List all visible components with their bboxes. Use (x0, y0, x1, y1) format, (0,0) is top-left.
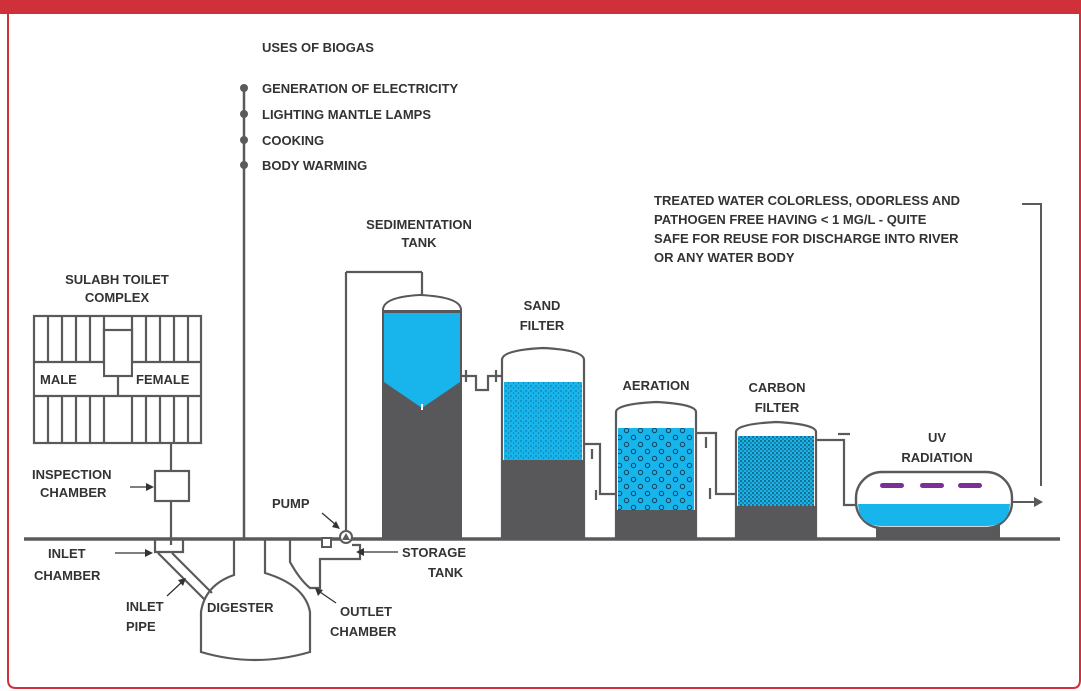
inspection-chamber: INSPECTION CHAMBER (32, 443, 191, 545)
inspection-label: INSPECTION (32, 467, 111, 482)
connector-pipe (462, 370, 502, 392)
inlet-chamber-label: CHAMBER (34, 568, 101, 583)
uv-lamp-icon (920, 483, 944, 488)
note-line: TREATED WATER COLORLESS, ODORLESS AND (654, 193, 960, 208)
inlet-pipe-label: INLET (126, 599, 164, 614)
sand-label: FILTER (520, 318, 565, 333)
uv-radiation: UV RADIATION (854, 430, 1014, 539)
arrow-icon (146, 483, 154, 491)
female-label: FEMALE (136, 372, 190, 387)
use-bullet-icon (240, 110, 248, 118)
note-line: OR ANY WATER BODY (654, 250, 795, 265)
arrow-icon (332, 521, 340, 529)
pump-icon (342, 533, 350, 540)
uv-label: RADIATION (901, 450, 972, 465)
toilet-label: SULABH TOILET (65, 272, 169, 287)
digester-label: DIGESTER (207, 600, 274, 615)
sand-label: SAND (524, 298, 561, 313)
carbon-filter: CARBON FILTER (734, 380, 818, 541)
use-item: COOKING (262, 133, 324, 148)
toilet-complex: SULABH TOILET COMPLEX (32, 272, 203, 445)
toilet-label: COMPLEX (85, 290, 150, 305)
connector-pipe (584, 442, 616, 500)
sedimentation-label: SEDIMENTATION (366, 217, 472, 232)
inlet-chamber-label: INLET (48, 546, 86, 561)
sedimentation-tank: SEDIMENTATION TANK (366, 217, 472, 539)
uses-of-biogas: USES OF BIOGAS GENERATION OF ELECTRICITY… (240, 40, 459, 539)
storage-label: STORAGE (402, 545, 466, 560)
use-item: GENERATION OF ELECTRICITY (262, 81, 459, 96)
uv-lamp-icon (880, 483, 904, 488)
use-bullet-icon (240, 84, 248, 92)
arrow-icon (1034, 497, 1043, 507)
top-accent-bar (0, 0, 1081, 14)
uses-title: USES OF BIOGAS (262, 40, 374, 55)
pump-and-storage: PUMP STORAGE TANK (272, 270, 466, 580)
use-item: LIGHTING MANTLE LAMPS (262, 107, 431, 122)
sedimentation-label: TANK (401, 235, 437, 250)
arrow-icon (166, 581, 183, 597)
uv-lamp-icon (958, 483, 982, 488)
aeration-label: AERATION (623, 378, 690, 393)
frame-border (7, 14, 1081, 689)
treated-water-note: TREATED WATER COLORLESS, ODORLESS AND PA… (654, 193, 960, 265)
carbon-label: FILTER (755, 400, 800, 415)
arrow-icon (356, 548, 364, 556)
storage-label: TANK (428, 565, 464, 580)
inlet-pipe-label: PIPE (126, 619, 156, 634)
outlet-label: OUTLET (340, 604, 392, 619)
note-line: SAFE FOR REUSE FOR DISCHARGE INTO RIVER (654, 231, 959, 246)
uv-label: UV (928, 430, 946, 445)
note-line: PATHOGEN FREE HAVING < 1 MG/L - QUITE (654, 212, 927, 227)
digester-assembly (153, 539, 362, 662)
arrow-icon (178, 578, 186, 586)
inspection-label: CHAMBER (40, 485, 107, 500)
use-bullet-icon (240, 136, 248, 144)
male-label: MALE (40, 372, 77, 387)
outlet-label: CHAMBER (330, 624, 397, 639)
carbon-label: CARBON (748, 380, 805, 395)
pump-label: PUMP (272, 496, 310, 511)
arrow-icon (145, 549, 153, 557)
connector-pipe (696, 431, 736, 499)
arrow-icon (321, 512, 337, 526)
sand-filter: SAND FILTER (500, 298, 586, 541)
use-bullet-icon (240, 161, 248, 169)
arrow-icon (315, 588, 323, 596)
note-bracket (1022, 203, 1042, 486)
use-item: BODY WARMING (262, 158, 367, 173)
arrow-icon (319, 591, 337, 604)
aeration-tank: AERATION (614, 378, 698, 541)
connector-pipe (816, 432, 856, 507)
